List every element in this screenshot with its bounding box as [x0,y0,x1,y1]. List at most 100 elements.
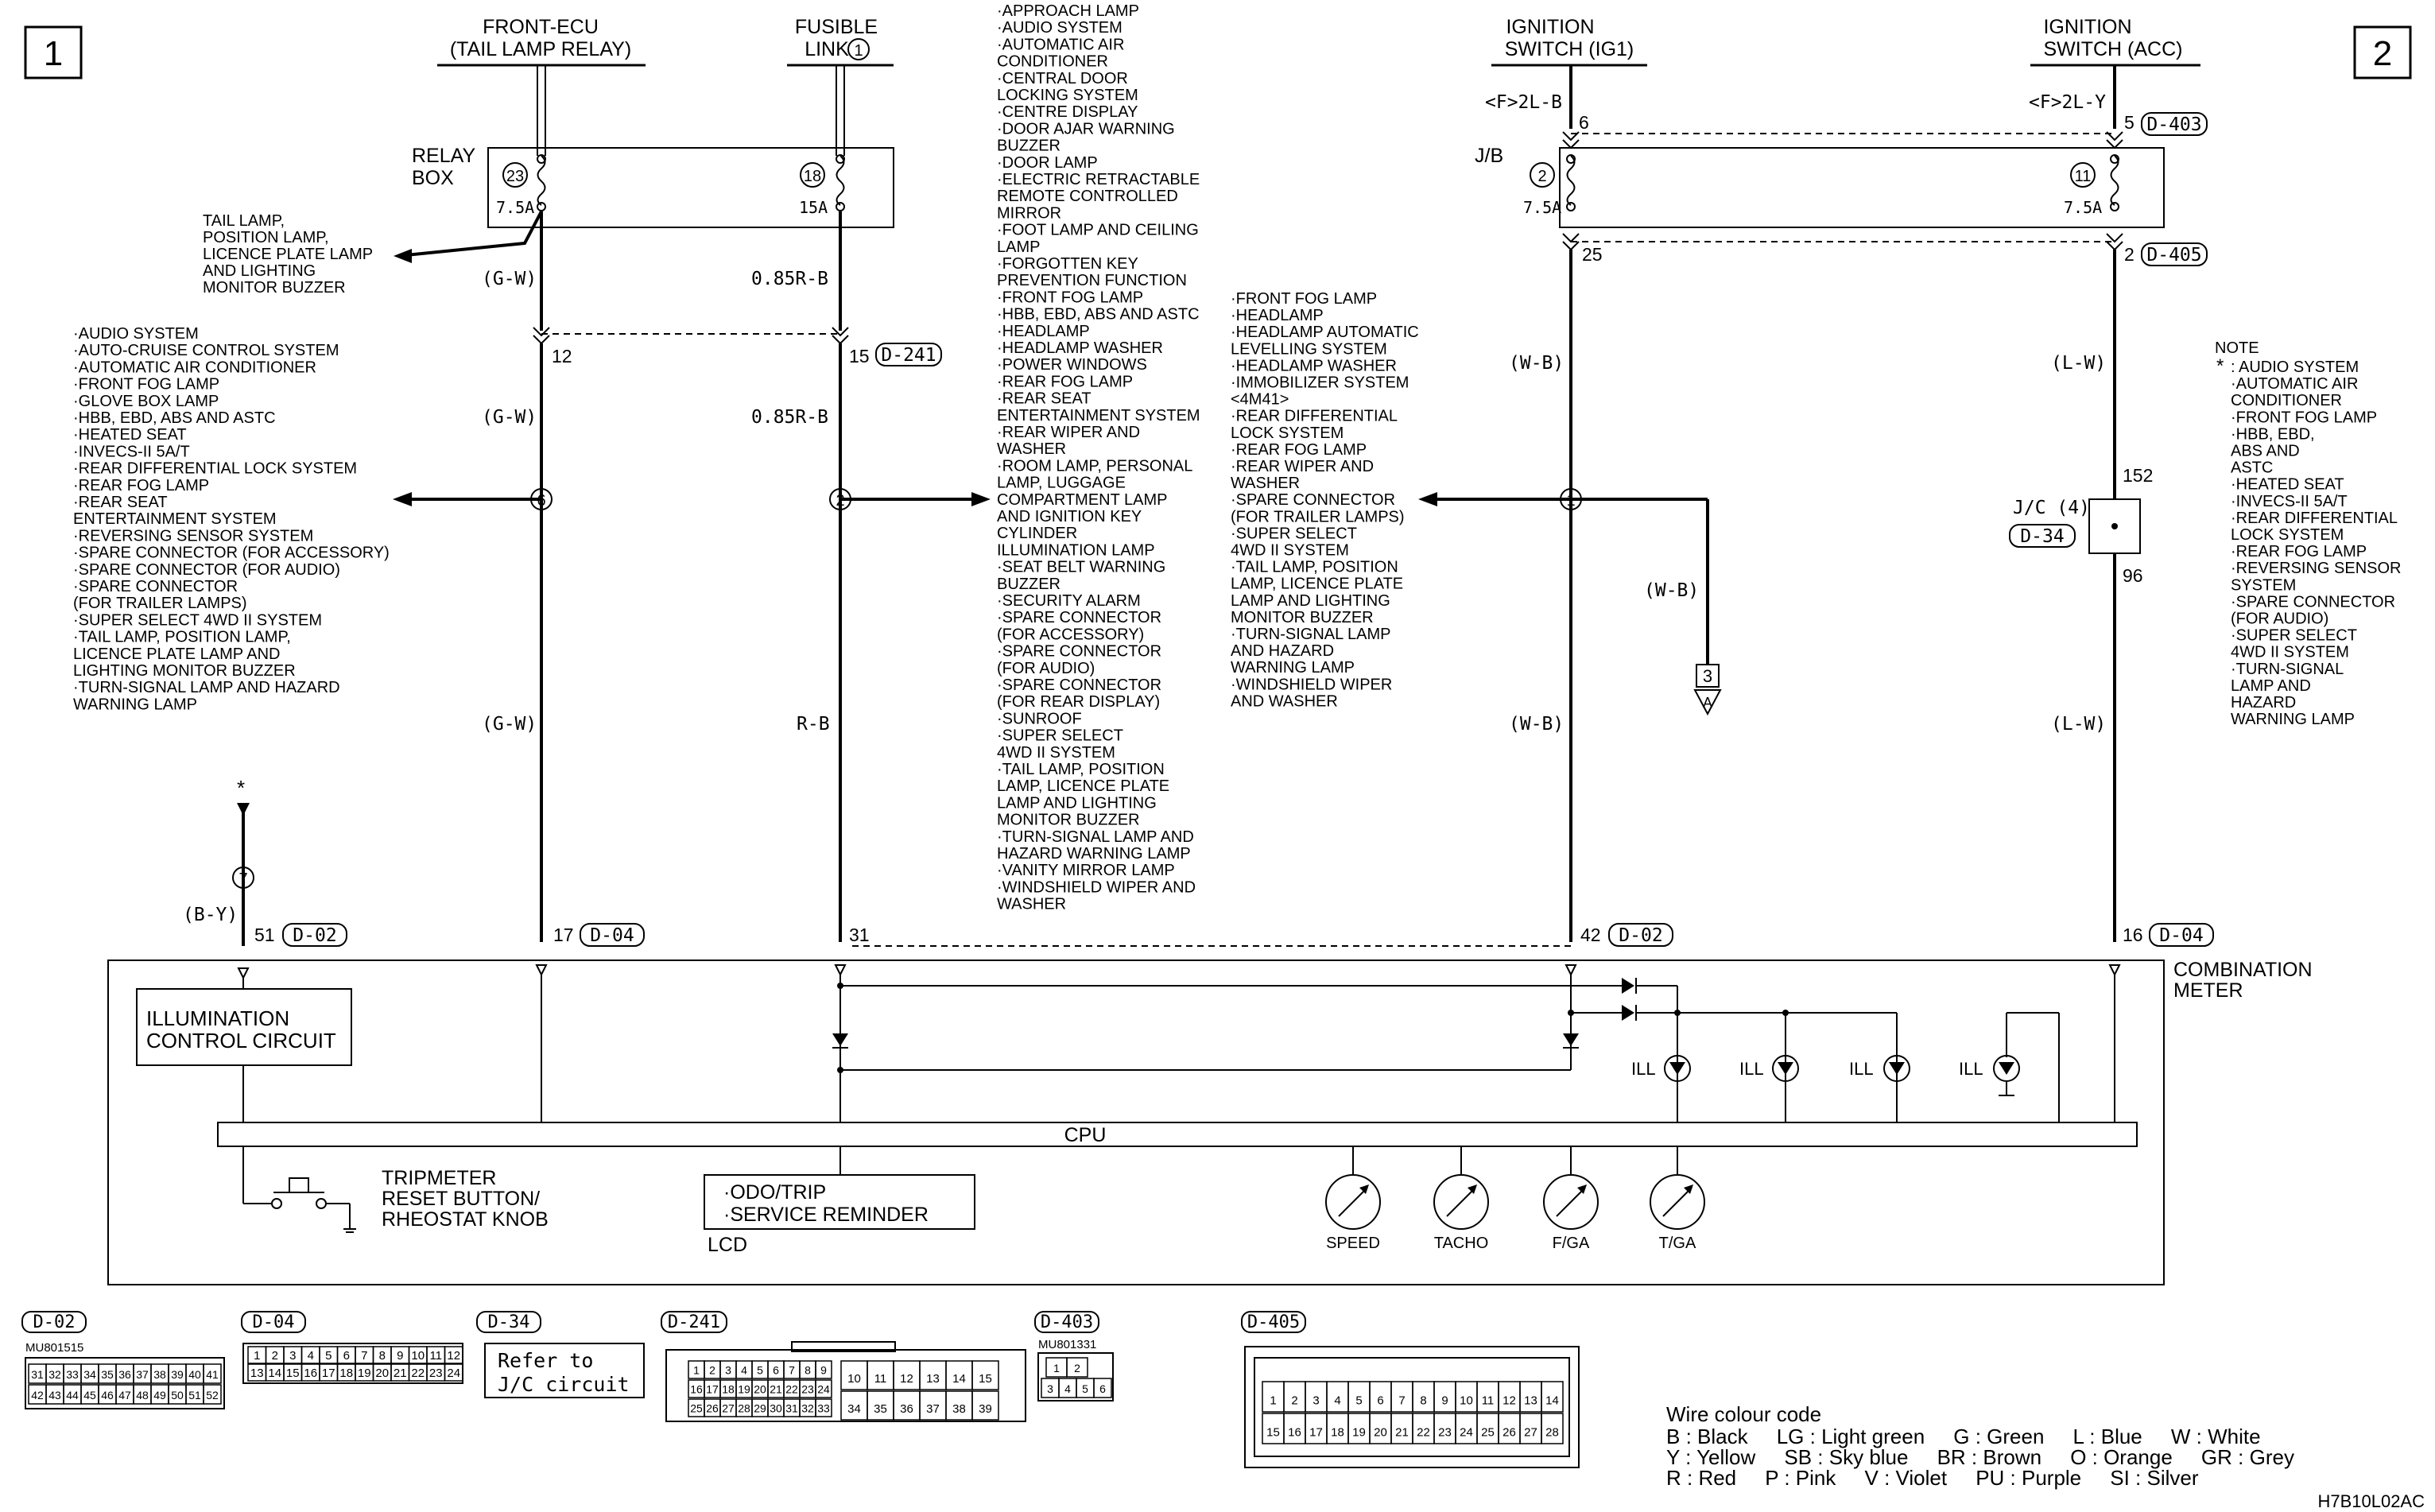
list-item: ·REAR DIFFERENTIAL LOCK SYSTEM [73,460,357,478]
list-item: ·TURN-SIGNAL LAMP [1231,626,1391,643]
list-item: 4WD II SYSTEM [1231,542,1349,560]
list-item: AND IGNITION KEY [997,508,1142,525]
connector-pin-number: 4 [1064,1382,1071,1395]
connector-pin-number: 31 [31,1368,44,1381]
svg-text:TRIPMETER: TRIPMETER [382,1167,496,1189]
connector-pin-number: 22 [785,1383,798,1396]
svg-text:3: 3 [1703,666,1712,686]
connector-pin-number: 4 [1334,1394,1340,1408]
svg-text:(G-W): (G-W) [482,269,537,289]
list-item: ·HBB, EBD, ABS AND ASTC [997,306,1200,324]
list-item: LOCK SYSTEM [1231,425,1344,442]
connector-pin-cell [971,1390,999,1421]
list-item: LOCKING SYSTEM [997,87,1138,104]
connector-pin-number: 18 [722,1383,735,1396]
wire-front-ecu [393,65,550,942]
connector-pin-number: 2 [709,1364,715,1377]
list-item: AND HAZARD [1231,642,1334,660]
list-item: ·FORGOTTEN KEY [997,255,1138,273]
connector-pin-number: 28 [1545,1426,1559,1440]
svg-text:RELAY: RELAY [412,145,475,167]
connector-pin-number: 6 [1377,1394,1383,1408]
connector-pin-number: 10 [847,1372,861,1386]
connector-pin-number: 7 [789,1364,795,1377]
svg-text:T/GA: T/GA [1659,1235,1696,1252]
list-item: ·REAR FOG LAMP [2231,543,2367,560]
connector-pin-number: 8 [805,1364,811,1377]
svg-text:D-241: D-241 [881,345,936,366]
list-item: ·SPARE CONNECTOR [1231,491,1395,509]
list-item: WARNING LAMP [1231,659,1355,677]
list-item: ·REAR FOG LAMP [997,373,1133,390]
connector-pin-cell [203,1363,222,1384]
svg-text:D-02: D-02 [33,1312,76,1332]
list-item: ·GLOVE BOX LAMP [73,393,219,410]
svg-text:D-02: D-02 [293,925,336,946]
connector-pin-number: 23 [429,1367,443,1380]
center-system-list: ·APPROACH LAMP·AUDIO SYSTEM·AUTOMATIC AI… [997,2,1200,913]
list-item: LAMP, LUGGAGE [997,475,1126,492]
sub-reference-3-a: 3 A [1693,664,1722,716]
connector-pin-number: 25 [690,1402,703,1415]
connector-pin-number: 28 [738,1402,750,1415]
connector-pin-number: 16 [690,1383,703,1396]
svg-text:ILL: ILL [1739,1059,1764,1079]
fuel-gauge: F/GA [1543,1146,1599,1252]
list-item: ·SPARE CONNECTOR (FOR AUDIO) [73,561,340,579]
connector-pin-number: 4 [741,1364,747,1377]
fusible-link-label: FUSIBLE LINK 1 [787,16,894,67]
list-item: ·POWER WINDOWS [997,356,1147,374]
junction-block: J/B 2 7.5A 11 7.5A [1475,145,2165,228]
list-item: (FOR ACCESSORY) [997,626,1144,643]
list-item: ·FRONT FOG LAMP [1231,290,1377,308]
connector-pin-cell [444,1346,463,1364]
speed-gauge: SPEED [1325,1146,1381,1252]
connector-pin-number: 39 [171,1368,184,1381]
list-item: ·SUPER SELECT [997,727,1123,745]
connector-pin-number: 26 [1502,1426,1516,1440]
svg-text:IGNITION: IGNITION [2043,16,2131,38]
connector-pin-number: 38 [153,1368,166,1381]
svg-text:Y : Yellow SB : Sky blue: Y : Yellow SB : Sky blue BR : Brown O : … [1666,1445,2294,1469]
svg-text:ILL: ILL [1959,1059,1983,1079]
connector-pin-number: 16 [1288,1426,1301,1440]
splice-1: 1 [1560,488,1582,510]
list-item: ·REAR SEAT [997,390,1091,408]
connector-pin-number: 5 [1082,1382,1088,1395]
connector-pin-number: 1 [693,1364,700,1377]
tacho-gauge: TACHO [1433,1146,1489,1252]
connector-pin-number: 12 [1502,1394,1516,1408]
svg-text:0.85R-B: 0.85R-B [751,407,828,428]
list-item: WASHER [1231,475,1300,492]
list-item: ·SPARE CONNECTOR [997,643,1161,661]
list-item: HAZARD WARNING LAMP [997,845,1191,863]
list-item: ·CENTRAL DOOR [997,70,1128,87]
list-item: ·AUTO-CRUISE CONTROL SYSTEM [73,342,339,359]
svg-text:15A: 15A [799,198,828,217]
svg-text:11: 11 [2075,168,2092,185]
connector-pin-number: 21 [394,1367,407,1380]
connector-pin-number: 6 [343,1349,350,1363]
list-item: ·FRONT FOG LAMP [997,289,1143,306]
ill-lamp-3: ILL [1849,1013,1910,1122]
connector-pin-number: 26 [706,1402,719,1415]
list-item: MONITOR BUZZER [997,812,1140,829]
svg-text:·ODO/TRIP: ·ODO/TRIP [723,1181,826,1204]
svg-text:7: 7 [238,870,247,888]
svg-text:D-04: D-04 [2159,925,2203,946]
list-item: ·SECURITY ALARM [997,592,1141,610]
connector-pin-number: 17 [322,1367,335,1380]
svg-text:1: 1 [854,42,863,60]
wire-color-labels: (G-W) (G-W) (G-W) 0.85R-B 0.85R-B R-B (W… [183,269,2106,925]
svg-text:ILL: ILL [1849,1059,1874,1079]
svg-text:(G-W): (G-W) [482,407,537,428]
connector-pin-number: 1 [1270,1394,1276,1408]
svg-text:D-405: D-405 [2146,245,2201,266]
page-marker-2: 2 [2353,25,2412,79]
list-item: : AUDIO SYSTEM [2231,359,2359,376]
svg-text:(W-B): (W-B) [1509,714,1564,735]
svg-text:D-241: D-241 [668,1312,720,1332]
connector-pin-number: 9 [397,1349,403,1363]
connector-pin-number: 40 [188,1368,201,1381]
